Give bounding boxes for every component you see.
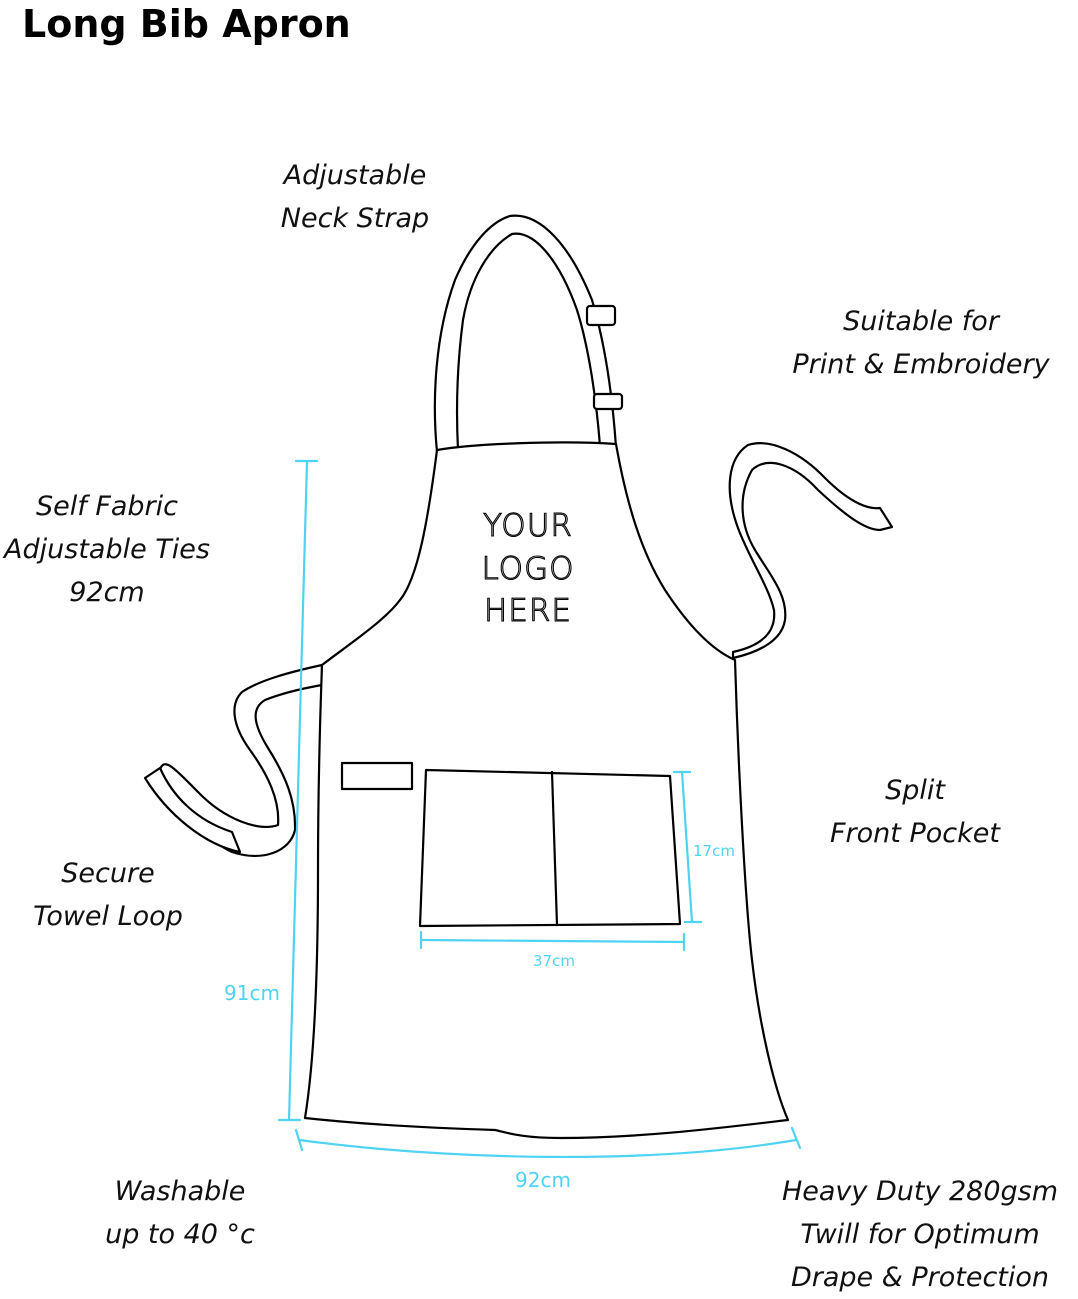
logo-line-1: YOUR [483,508,573,544]
callout-print: Suitable for Print & Embroidery [778,300,1064,386]
callout-pocket-line-2: Front Pocket [830,818,1000,849]
callout-towel-loop-line-2: Towel Loop [33,901,183,932]
callout-fabric-line-2: Twill for Optimum [800,1219,1040,1250]
callout-towel-loop: Secure Towel Loop [10,852,206,938]
height-label: 91cm [224,981,280,1005]
callout-ties: Self Fabric Adjustable Ties 92cm [0,485,214,614]
pocket-height-label: 17cm [693,842,735,860]
right-tie [728,442,894,660]
callout-neck-strap-line-1: Adjustable [283,160,427,191]
logo-placeholder: YOUR LOGO HERE [481,507,575,629]
callout-washable: Washable up to 40 °c [92,1170,268,1256]
callout-neck-strap-line-2: Neck Strap [280,203,430,234]
front-pocket [418,768,682,928]
callout-fabric-line-1: Heavy Duty 280gsm [781,1176,1059,1207]
towel-loop [340,761,414,791]
callout-ties-line-1: Self Fabric [35,491,178,522]
callout-neck-strap: Adjustable Neck Strap [260,154,450,240]
callout-fabric-line-3: Drape & Protection [790,1262,1050,1293]
left-tie-end [143,766,242,854]
height-dimension: 91cm [224,459,319,1122]
callout-washable-line-2: up to 40 °c [105,1219,255,1250]
page-title: Long Bib Apron [22,2,351,46]
callout-ties-line-2: Adjustable Ties [4,534,210,565]
callout-ties-line-3: 92cm [69,577,145,608]
callout-print-line-1: Suitable for [843,306,999,337]
callout-pocket: Split Front Pocket [810,769,1020,855]
callout-pocket-line-1: Split [885,775,945,806]
logo-line-3: HERE [484,593,572,629]
strap-buckle-upper [585,304,617,327]
strap-buckle-lower [592,392,624,411]
width-label: 92cm [515,1168,571,1192]
pocket-divider [550,770,559,927]
pocket-width-dimension: 37cm [419,930,686,970]
neck-strap [433,214,618,454]
callout-washable-line-1: Washable [114,1176,246,1207]
logo-line-2: LOGO [482,551,575,587]
width-dimension: 92cm [294,1126,802,1192]
callout-fabric: Heavy Duty 280gsm Twill for Optimum Drap… [770,1170,1070,1299]
callout-print-line-2: Print & Embroidery [792,349,1050,380]
pocket-width-label: 37cm [533,952,575,970]
pocket-height-dimension: 17cm [672,770,735,924]
callout-towel-loop-line-1: Secure [61,858,155,889]
